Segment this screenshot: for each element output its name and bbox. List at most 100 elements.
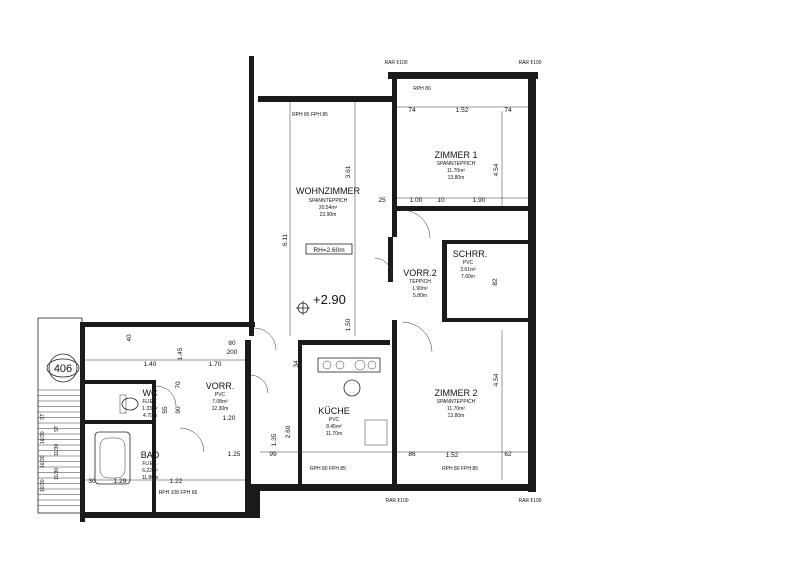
svg-text:34: 34 [293, 360, 300, 368]
svg-text:5.80m: 5.80m [413, 293, 427, 299]
svg-text:13.80m: 13.80m [448, 413, 465, 419]
svg-text:ZIMMER 1: ZIMMER 1 [434, 150, 477, 160]
svg-text:1.52: 1.52 [446, 452, 459, 459]
room-vorr2: VORR.2 TEPPICH 1.90m² 5.80m [403, 268, 437, 299]
kitchen-fixtures [317, 357, 388, 446]
svg-text:PVC: PVC [329, 417, 340, 423]
stair-label: ST [54, 426, 60, 432]
dimension-lines [85, 102, 528, 481]
room-bad: BAD FLIES. 6.22m² 11.80m [141, 450, 160, 481]
stair-label: 16/30 [40, 431, 46, 444]
svg-text:13.80m: 13.80m [448, 175, 465, 181]
svg-text:4.70m: 4.70m [143, 413, 157, 419]
svg-text:11.70m²: 11.70m² [447, 406, 465, 412]
svg-text:11.70m: 11.70m [326, 431, 342, 437]
svg-text:SCHRR.: SCHRR. [453, 249, 488, 259]
interior-walls [85, 79, 532, 512]
svg-text:80: 80 [228, 340, 236, 347]
svg-text:11.80m: 11.80m [142, 475, 158, 481]
svg-text:TEPPICH: TEPPICH [409, 279, 431, 285]
svg-text:RAR ¢100: RAR ¢100 [518, 60, 541, 66]
svg-text:1.70: 1.70 [209, 361, 222, 368]
svg-text:1.20: 1.20 [223, 415, 236, 422]
svg-text:70: 70 [175, 381, 182, 389]
svg-text:6.22m²: 6.22m² [142, 468, 158, 474]
room-vorr: VORR. PVC 7.08m² 12.30m [206, 381, 235, 412]
door-swings [155, 209, 433, 453]
svg-text:RAR ¢100: RAR ¢100 [518, 498, 541, 504]
stair-label: 16/30 [40, 479, 46, 492]
svg-text:KÜCHE: KÜCHE [318, 406, 350, 416]
svg-text:40: 40 [126, 334, 133, 342]
svg-text:1.00: 1.00 [410, 197, 423, 204]
svg-text:SPANNTEPPICH: SPANNTEPPICH [437, 161, 476, 167]
bath-fixtures [94, 394, 139, 485]
svg-text:1.29: 1.29 [114, 478, 127, 485]
svg-text:12.30m: 12.30m [212, 406, 229, 412]
exterior-walls [80, 56, 538, 522]
dimension-labels: 3.61 6.11 4.54 4.54 1.52 1.52 74 74 1.00… [88, 107, 512, 485]
svg-text:VORR.2: VORR.2 [403, 268, 437, 278]
svg-text:74: 74 [504, 107, 512, 114]
level-marker: +2.90 [313, 292, 346, 307]
staircase [37, 317, 83, 514]
room-schrr: SCHRR. PVC 3.61m² 7.60m [453, 249, 488, 280]
svg-text:VORR.: VORR. [206, 381, 235, 391]
stair-label: ST [40, 414, 46, 420]
svg-text:1.45: 1.45 [177, 347, 184, 360]
room-kueche: KÜCHE PVC 8.45m² 11.70m [318, 406, 350, 437]
svg-text:WOHNZIMMER: WOHNZIMMER [296, 186, 360, 196]
room-zimmer2: ZIMMER 2 SPANNTEPPICH 11.70m² 13.80m [434, 388, 477, 419]
svg-text:200: 200 [227, 349, 238, 356]
svg-text:86: 86 [408, 451, 416, 458]
stair-label: 11/30 [54, 468, 60, 480]
svg-text:55: 55 [162, 406, 169, 414]
svg-text:FLIES.: FLIES. [142, 399, 157, 405]
svg-text:3.61: 3.61 [345, 165, 352, 178]
svg-text:RPH 80 FPH 85: RPH 80 FPH 85 [442, 466, 478, 472]
svg-text:82: 82 [492, 278, 499, 286]
svg-text:1.52: 1.52 [456, 107, 469, 114]
svg-text:RAR ¢100: RAR ¢100 [385, 498, 408, 504]
room-zimmer1: ZIMMER 1 SPANNTEPPICH 11.70m² 13.80m [434, 150, 477, 181]
svg-text:8.45m²: 8.45m² [326, 424, 342, 430]
svg-text:BAD: BAD [141, 450, 160, 460]
svg-text:4.54: 4.54 [493, 373, 500, 386]
svg-text:2.60: 2.60 [285, 425, 292, 438]
svg-text:1.90m²: 1.90m² [412, 286, 428, 292]
svg-text:RPH 80 FPH 85: RPH 80 FPH 85 [310, 466, 346, 472]
svg-text:23.90m: 23.90m [320, 212, 337, 218]
svg-text:90: 90 [175, 406, 182, 414]
svg-text:1.90: 1.90 [473, 197, 486, 204]
stair-label: 16/30 [40, 455, 46, 468]
svg-text:FLIES.: FLIES. [142, 461, 157, 467]
svg-text:SPANNTEPPICH: SPANNTEPPICH [309, 198, 348, 204]
svg-text:3.61m²: 3.61m² [460, 267, 476, 273]
svg-text:10: 10 [437, 197, 445, 204]
svg-text:11.70m²: 11.70m² [447, 168, 465, 174]
window-labels: RPH 80 FPH 85 RPH 80 RPH 80 FPH 85 RPH 8… [159, 60, 542, 504]
svg-text:7.08m²: 7.08m² [212, 399, 228, 405]
svg-text:1.25: 1.25 [228, 451, 241, 458]
room-wohnzimmer: WOHNZIMMER SPANNTEPPICH 20.54m² 23.90m [296, 186, 360, 218]
room-wc: WC FLIES. 1.33m² 4.70m [142, 388, 158, 419]
svg-text:99: 99 [269, 451, 277, 458]
svg-text:SPANNTEPPICH: SPANNTEPPICH [437, 399, 476, 405]
svg-text:1.40: 1.40 [144, 361, 157, 368]
room-height: RH=2.60m [313, 247, 344, 254]
svg-text:WC: WC [143, 388, 158, 398]
svg-text:ZIMMER 2: ZIMMER 2 [434, 388, 477, 398]
svg-text:1.22: 1.22 [170, 478, 183, 485]
svg-text:PVC: PVC [463, 260, 474, 266]
svg-text:1.50: 1.50 [345, 318, 352, 331]
svg-text:74: 74 [408, 107, 416, 114]
svg-text:7.60m: 7.60m [461, 274, 475, 280]
svg-text:RAR ¢100: RAR ¢100 [384, 60, 407, 66]
svg-text:1.33m²: 1.33m² [142, 406, 158, 412]
svg-text:4.54: 4.54 [493, 163, 500, 176]
svg-text:20.54m²: 20.54m² [319, 205, 338, 211]
svg-text:25: 25 [378, 197, 386, 204]
svg-text:RPH 80 FPH 85: RPH 80 FPH 85 [292, 112, 328, 118]
